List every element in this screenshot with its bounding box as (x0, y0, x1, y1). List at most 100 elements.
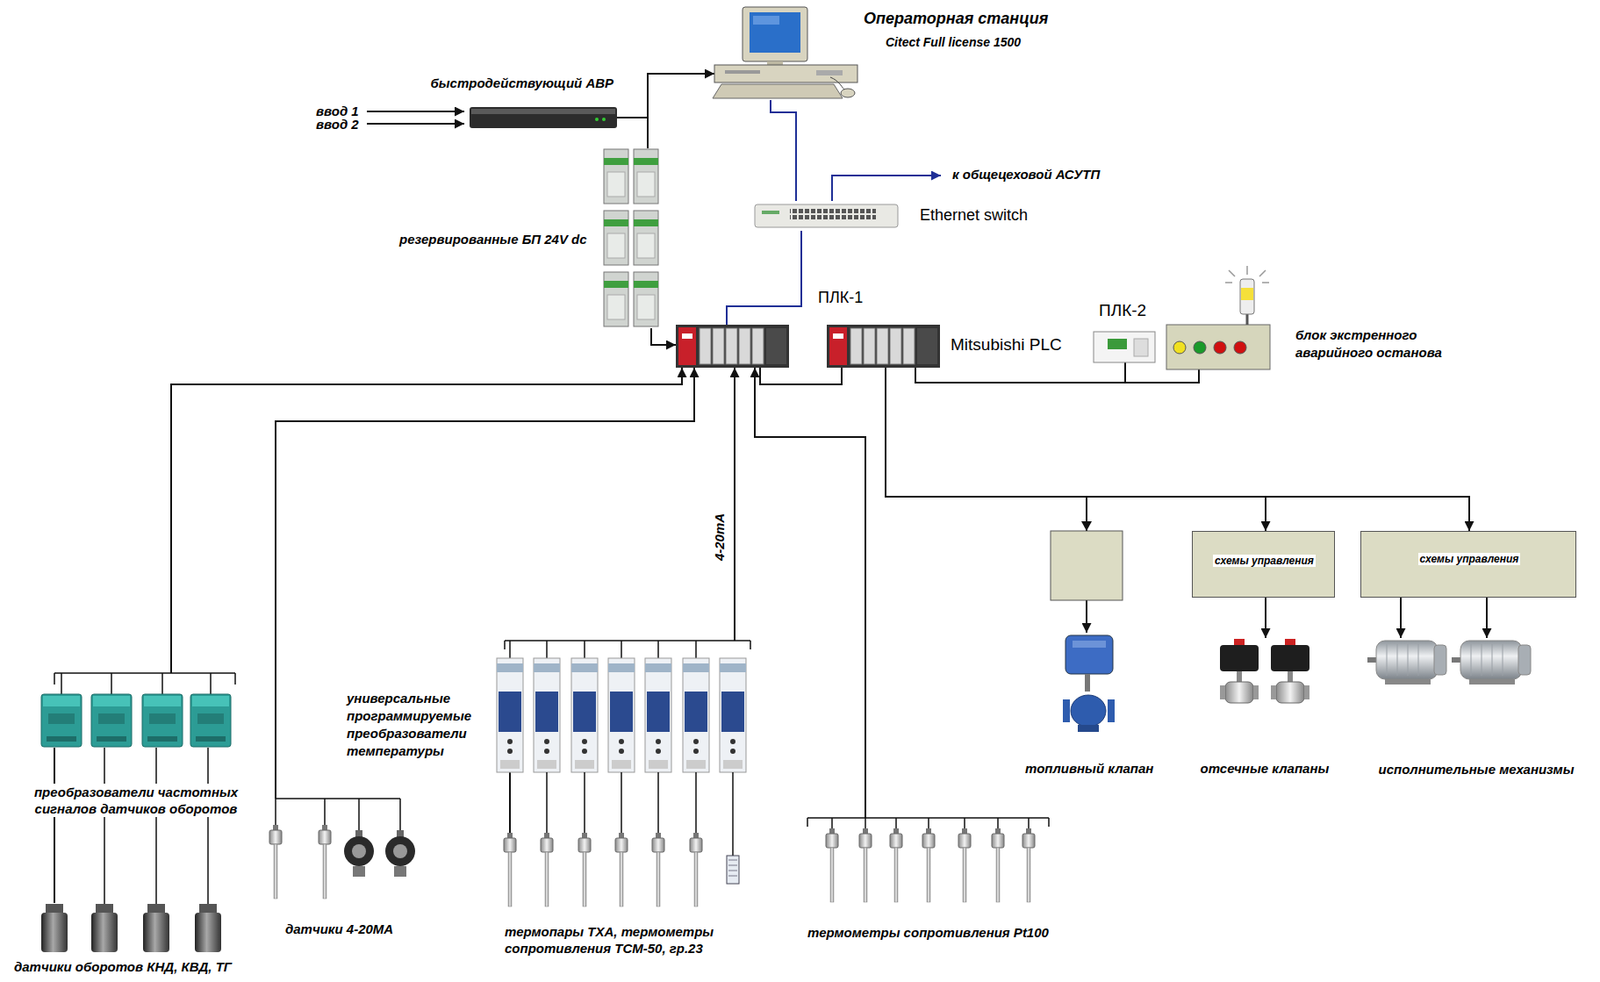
computer-icon (840, 88, 855, 98)
temperature-converter-icons (608, 658, 635, 773)
node-label: топливный клапан (1023, 760, 1156, 777)
analog-sensor-icons (269, 825, 416, 899)
connector (1399, 597, 1402, 639)
fuel-valve-icon (1065, 635, 1113, 675)
computer-icon (742, 7, 808, 62)
estop-panel-icon (1234, 341, 1247, 354)
ats-device (471, 108, 616, 115)
connector (733, 367, 736, 641)
speed-sensor-icons (194, 904, 222, 953)
node-label: Ethernet switch (918, 205, 1030, 225)
fuel-valve-icon (1070, 695, 1106, 727)
node-label: преобразователи частотных сигналов датчи… (26, 783, 246, 818)
temperature-converter-icons (645, 658, 672, 773)
fuel-valve-icon (1062, 699, 1070, 723)
connector (651, 328, 676, 345)
power-supply-icons (603, 272, 629, 327)
temperature-converters: универсальные программируемые преобразов… (502, 640, 751, 773)
computer-icon (753, 15, 780, 25)
computer-icon (749, 12, 801, 53)
ethernet-switch: Ethernet switch (754, 200, 898, 231)
computer-icon (724, 70, 761, 74)
computer-icon (767, 61, 783, 65)
node-label: термопары ТХА, термометры сопротивления … (502, 923, 732, 957)
node-label: Citect Full license 1500 (883, 35, 1023, 51)
fuel-valve-icon (1072, 640, 1106, 648)
rtd-sensors: термометры сопротивления Pt100 (805, 817, 1051, 909)
temperature-converter-icons (571, 658, 598, 773)
rtd-icons (1022, 828, 1035, 903)
analog-sensor-icons (394, 866, 407, 877)
node-label: термометры сопротивления Pt100 (805, 925, 1051, 941)
connector (885, 367, 1266, 531)
power-supply-icons (633, 272, 659, 327)
input-arrows (366, 110, 465, 113)
rtd-icons (859, 828, 872, 903)
power-supply-icons (603, 210, 629, 266)
frequency-converter-icons (41, 694, 231, 747)
computer-icon (712, 84, 843, 99)
frequency-converter-icons (41, 694, 82, 747)
node-label: ПЛК-1 (816, 287, 865, 308)
speed-sensors: датчики оборотов КНД, КВД, ТГ (41, 903, 220, 955)
connector (760, 367, 842, 385)
input-arrows (366, 122, 465, 125)
connector (1264, 597, 1267, 639)
temperature-converter-icons (533, 658, 560, 773)
motor-arrow (1485, 597, 1488, 639)
node-label: универсальные программируемые преобразов… (344, 689, 490, 761)
analog-sensor-icons (385, 836, 416, 867)
power-supply-icons (633, 149, 659, 204)
motor-icons (1367, 640, 1531, 685)
thermocouple-icons (726, 855, 740, 884)
plc-rack-icons (675, 324, 940, 368)
bracket (504, 640, 751, 659)
power-supplies: резервированные БП 24V dc (602, 148, 659, 329)
estop-panel-icon (1193, 341, 1206, 354)
bracket (807, 817, 1049, 829)
thermocouple-icons (503, 832, 740, 907)
motor-icons (1367, 640, 1447, 685)
fuel-valve-icon (1077, 724, 1099, 732)
estop-panel: блок экстренного аварийного останова (1166, 324, 1270, 370)
fuel-control-box (1081, 521, 1092, 531)
motor-icons (1451, 640, 1531, 685)
node-label: схемы управления (1212, 554, 1316, 567)
fuel-control-box (1050, 530, 1123, 601)
node-label: исполнительные механизмы (1377, 761, 1577, 778)
fuel-valve-icon (1062, 635, 1115, 732)
node-label: блок экстренного аварийного останова (1293, 326, 1452, 362)
rtd-icons (991, 828, 1005, 903)
power-supply-icons (603, 149, 659, 327)
switch-icon (754, 204, 898, 228)
connector (617, 73, 715, 118)
node-label: схемы управления (1418, 552, 1522, 566)
speed-sensor-icons (41, 904, 68, 953)
motor-arrow (1485, 597, 1488, 639)
connector (770, 100, 797, 201)
computer-icon (816, 70, 843, 76)
note-label: к общецеховой АСУТП (950, 166, 1102, 183)
temperature-converter-icons (496, 658, 747, 773)
plc-module-icon (1133, 338, 1148, 357)
bracket (54, 673, 236, 695)
rtd-icons (825, 828, 839, 903)
fuel-valve: топливный клапан (1061, 632, 1118, 735)
connector (275, 367, 695, 799)
analog-sensor-icons (396, 830, 404, 838)
estop-panel-icon (1213, 341, 1227, 354)
node-label: Операторная станция (861, 8, 1050, 29)
computer-icon (714, 64, 858, 83)
ats-device (469, 107, 618, 129)
signal-label: 4-20mA (711, 511, 728, 563)
rtd-icons (825, 828, 1035, 903)
node-label: Mitsubishi PLC (948, 334, 1064, 355)
analog-sensor-icons (393, 844, 408, 859)
analog-sensor-icons (355, 830, 363, 838)
shutoff-valve-icons (1219, 638, 1310, 704)
sensor-wires (104, 747, 209, 905)
switch-icon (761, 210, 780, 215)
bracket (54, 673, 236, 695)
rtd-icons (958, 828, 971, 903)
thermocouple-icons (615, 832, 628, 907)
